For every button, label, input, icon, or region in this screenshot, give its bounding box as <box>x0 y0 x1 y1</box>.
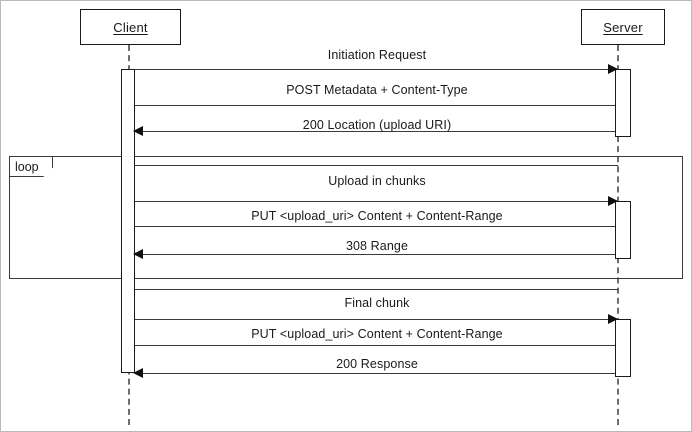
message-separator-final-chunk <box>129 289 618 290</box>
activation-bar-server-3 <box>615 319 631 377</box>
message-separator-200-location <box>129 105 618 106</box>
arrowhead-200-location <box>133 126 143 136</box>
message-line-put-chunk <box>129 201 618 202</box>
message-label-308-range: 308 Range <box>345 239 409 253</box>
arrowhead-put-chunk <box>608 196 618 206</box>
message-separator-308-range <box>129 226 618 227</box>
participant-client-label: Client <box>113 19 148 35</box>
participant-server[interactable]: Server <box>581 9 665 45</box>
loop-fragment <box>9 156 683 279</box>
arrowhead-put-final-chunk <box>608 314 618 324</box>
activation-bar-server-2 <box>615 201 631 259</box>
arrowhead-200-response <box>133 368 143 378</box>
participant-server-label: Server <box>603 19 643 35</box>
activation-bar-server-1 <box>615 69 631 137</box>
message-separator-200-response <box>129 345 618 346</box>
message-line-post-metadata <box>129 69 618 70</box>
loop-fragment-operator-label: loop <box>15 159 39 174</box>
message-line-308-range <box>135 254 618 255</box>
message-line-put-final-chunk <box>129 319 618 320</box>
loop-fragment-tab: loop <box>9 156 53 177</box>
arrowhead-post-metadata <box>608 64 618 74</box>
message-label-200-response: 200 Response <box>336 357 418 371</box>
message-separator-upload-in-chunks <box>129 165 618 166</box>
message-label-200-location: 200 Location (upload URI) <box>302 118 452 132</box>
message-label-final-chunk: Final chunk <box>344 296 410 310</box>
message-line-200-response <box>135 373 618 374</box>
participant-client[interactable]: Client <box>80 9 181 45</box>
message-label-post-metadata: POST Metadata + Content-Type <box>286 83 468 97</box>
activation-bar-client <box>121 69 135 373</box>
message-label-initiation-request: Initiation Request <box>327 48 427 62</box>
arrowhead-308-range <box>133 249 143 259</box>
message-label-put-final-chunk: PUT <upload_uri> Content + Content-Range <box>251 327 503 341</box>
message-label-put-chunk: PUT <upload_uri> Content + Content-Range <box>251 209 503 223</box>
message-label-upload-in-chunks: Upload in chunks <box>328 174 426 188</box>
message-line-200-location <box>135 131 618 132</box>
